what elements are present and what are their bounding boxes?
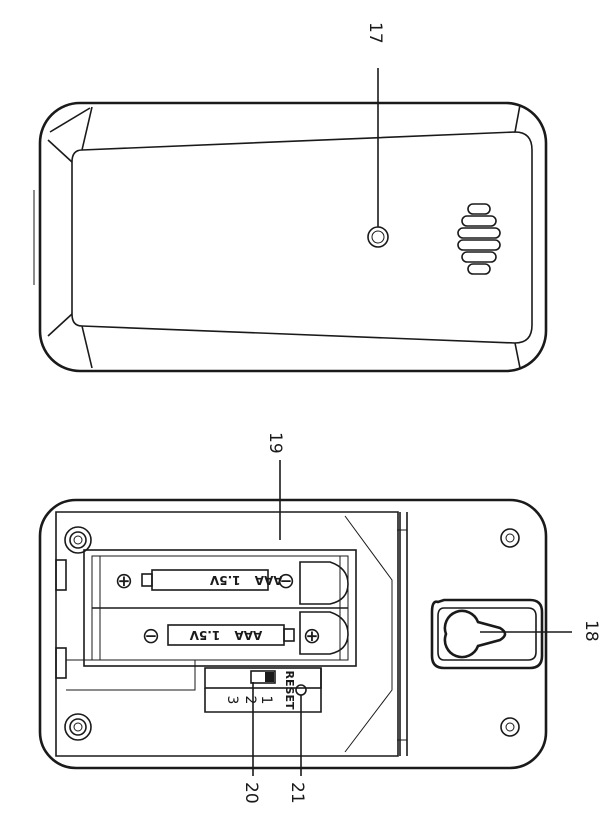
- mount-screw-top: [500, 528, 520, 548]
- battery-spring-top: [299, 561, 349, 605]
- switch-panel-frame: [204, 668, 322, 713]
- device-back-view: ⊕ ⊖ AAA 1.5V ⊖ ⊕ AAA 1.5V 1 2 3: [38, 498, 572, 770]
- bevel-line: [81, 106, 93, 151]
- callout-20: 20: [241, 782, 261, 804]
- keyhole-outer: [430, 598, 544, 670]
- mount-screw-bottom: [500, 717, 520, 737]
- side-tab: [55, 647, 67, 679]
- plus-symbol: ⊕: [115, 569, 133, 594]
- screw-hole-top: [64, 526, 92, 554]
- battery-terminal: [283, 628, 295, 642]
- channel-switch-knob: [265, 672, 274, 682]
- compartment-angle: [344, 515, 393, 753]
- battery-type-label: AAA: [254, 574, 283, 588]
- battery-body: [167, 624, 285, 646]
- back-housing: [38, 498, 548, 770]
- bevel-line: [514, 342, 521, 369]
- battery-top: ⊕ ⊖ AAA 1.5V: [115, 569, 295, 594]
- compartment-notch: [66, 659, 196, 691]
- battery-type-label: AAA: [234, 629, 263, 643]
- plus-symbol: ⊕: [303, 624, 321, 649]
- device-front-view: [33, 68, 548, 373]
- front-hole-inner: [371, 230, 385, 244]
- svg-text:AAA 1.5V: AAA 1.5V: [189, 629, 262, 643]
- callout-18: 18: [581, 620, 601, 642]
- bevel-line: [47, 313, 73, 337]
- minus-symbol: ⊖: [142, 624, 160, 649]
- front-housing: [38, 101, 548, 373]
- battery-cover-area: [55, 511, 399, 757]
- keyhole-slot: [443, 609, 507, 659]
- channel-switch-slider[interactable]: [250, 670, 276, 684]
- switch-pos-2: 2: [242, 696, 258, 705]
- reset-button[interactable]: [295, 684, 307, 696]
- screw-hole-bottom: [64, 713, 92, 741]
- bevel-line: [81, 325, 93, 369]
- switch-pos-3: 3: [224, 696, 240, 705]
- battery-voltage-label: 1.5V: [209, 574, 240, 588]
- battery-spring-bottom: [299, 611, 349, 655]
- channel-switch[interactable]: [250, 670, 276, 684]
- callout-21: 21: [287, 782, 307, 804]
- front-hole: [367, 226, 389, 248]
- speaker-grille: [457, 203, 501, 275]
- side-tab: [55, 559, 67, 591]
- bevel-line: [47, 139, 73, 163]
- reset-label: RESET: [283, 671, 296, 710]
- wall-mount-area: [430, 528, 544, 737]
- bevel-line: [49, 107, 91, 133]
- battery-compartment: [83, 549, 357, 667]
- battery-voltage-label: 1.5V: [189, 629, 220, 643]
- keyhole-inner: [437, 607, 537, 661]
- battery-terminal: [141, 573, 153, 587]
- battery-bottom: ⊖ ⊕ AAA 1.5V: [142, 624, 321, 649]
- switch-pos-1: 1: [258, 696, 274, 705]
- minus-symbol: ⊖: [277, 569, 295, 594]
- callout-19: 19: [265, 432, 285, 454]
- svg-text:AAA 1.5V: AAA 1.5V: [209, 574, 282, 588]
- bevel-line: [514, 104, 521, 133]
- callout-17: 17: [365, 22, 385, 44]
